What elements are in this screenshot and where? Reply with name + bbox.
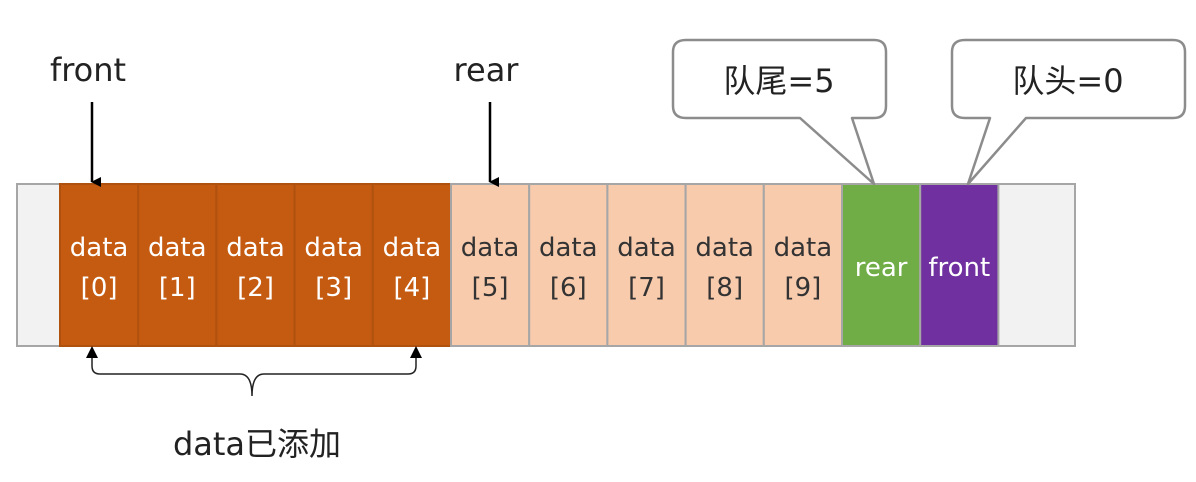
queue-cell-box — [841, 183, 922, 347]
queue-cell-label: data — [617, 233, 676, 263]
queue-cell-index: [7] — [628, 273, 665, 303]
padding-cell-right — [996, 183, 1076, 347]
added-range-brace — [91, 352, 417, 397]
queue-cell-1: data [1] — [137, 183, 218, 347]
queue-cell-box — [450, 183, 531, 347]
front-callout-text: 队头=0 — [1012, 62, 1123, 100]
queue-cell-4: data [4] — [371, 183, 452, 347]
brace-right-arrowhead — [410, 346, 422, 358]
queue-cell-label: data — [383, 233, 442, 263]
queue-cell-11: front — [919, 183, 1000, 347]
queue-cell-label: data — [539, 233, 598, 263]
rear-callout-bubble — [671, 38, 888, 186]
queue-cell-label: data — [148, 233, 207, 263]
queue-cell-box — [137, 183, 218, 347]
front-callout-bubble — [950, 38, 1187, 186]
queue-cell-box — [684, 183, 765, 347]
queue-cell-box — [371, 183, 452, 347]
brace-left-arrowhead — [86, 346, 98, 358]
rear-callout-text: 队尾=5 — [723, 62, 834, 100]
front-pointer-label: front — [50, 51, 126, 89]
queue-cell-index: [5] — [472, 273, 509, 303]
queue-cell-label: data — [695, 233, 754, 263]
queue-cell-box — [215, 183, 296, 347]
queue-cell-index: [0] — [81, 273, 118, 303]
queue-cell-box — [293, 183, 374, 347]
queue-cell-label: data — [461, 233, 520, 263]
queue-cell-6: data [6] — [528, 183, 609, 347]
queue-cell-9: data [9] — [762, 183, 843, 347]
padding-cell-left — [16, 183, 61, 347]
queue-cell-label: data — [226, 233, 285, 263]
rear-pointer-label: rear — [454, 51, 520, 89]
queue-cell-index: [6] — [550, 273, 587, 303]
queue-cell-label: rear — [855, 253, 908, 283]
queue-cell-7: data [7] — [606, 183, 687, 347]
queue-cell-8: data [8] — [684, 183, 765, 347]
queue-cell-index: [1] — [159, 273, 196, 303]
queue-cell-5: data [5] — [450, 183, 531, 347]
queue-cell-label: data — [304, 233, 363, 263]
queue-cell-label: data — [774, 233, 833, 263]
queue-cell-box — [606, 183, 687, 347]
queue-cell-index: [2] — [237, 273, 274, 303]
queue-cell-index: [8] — [706, 273, 743, 303]
brace-label: data已添加 — [173, 425, 341, 463]
queue-array: data [0] data [1] data [2] data [3] data [4] data [… — [59, 183, 1000, 347]
queue-cell-box — [762, 183, 843, 347]
queue-cell-index: [9] — [784, 273, 821, 303]
queue-cell-index: [4] — [393, 273, 430, 303]
queue-cell-label: data — [70, 233, 129, 263]
queue-cell-label: front — [928, 253, 990, 283]
queue-cell-0: data [0] — [59, 183, 140, 347]
queue-cell-box — [528, 183, 609, 347]
queue-cell-10: rear — [841, 183, 922, 347]
queue-cell-box — [919, 183, 1000, 347]
queue-cell-index: [3] — [315, 273, 352, 303]
queue-cell-2: data [2] — [215, 183, 296, 347]
queue-cell-box — [59, 183, 140, 347]
queue-cell-3: data [3] — [293, 183, 374, 347]
